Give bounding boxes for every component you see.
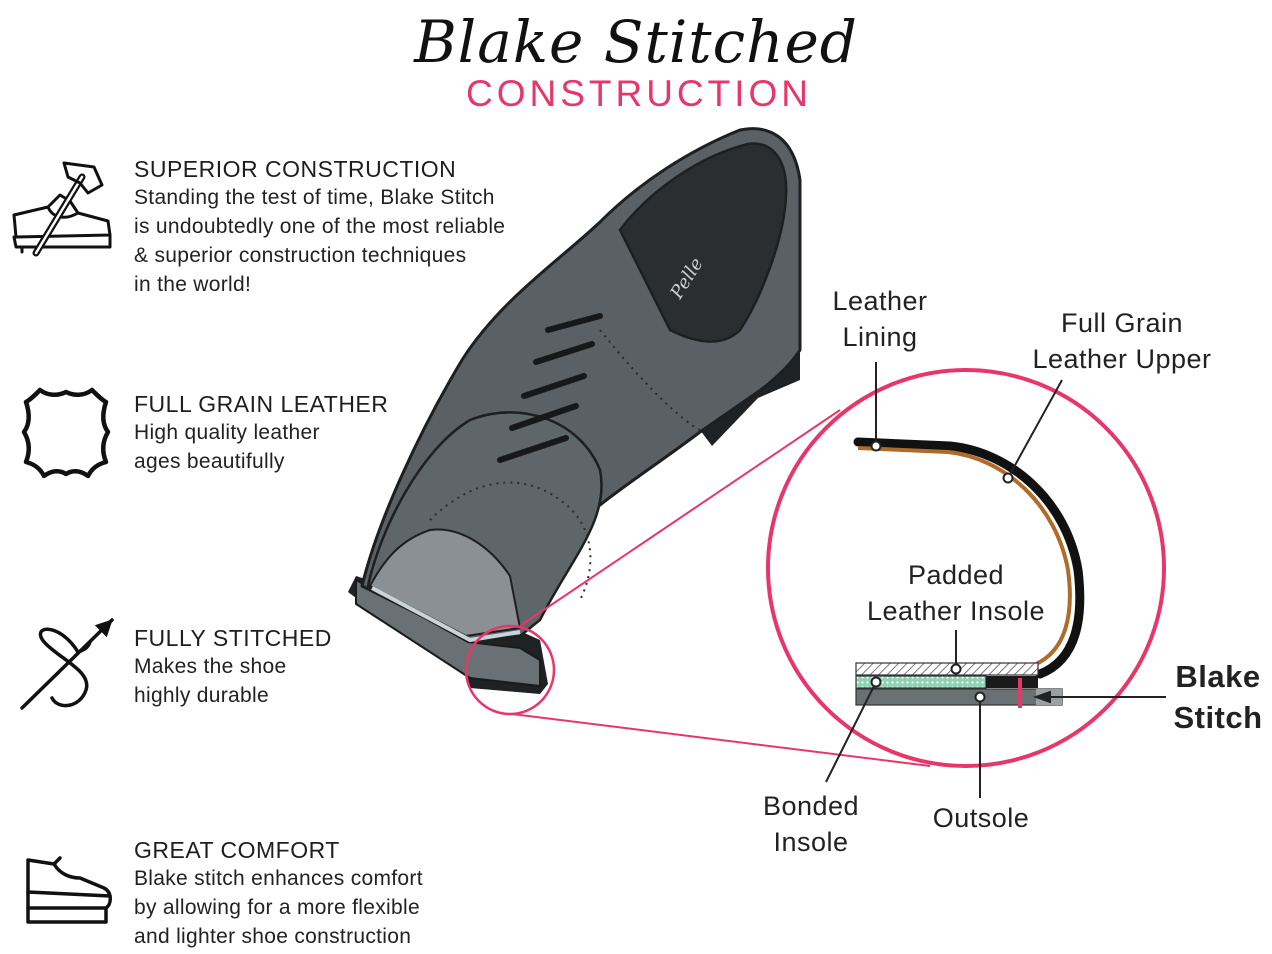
section-padded-insole bbox=[855, 662, 1039, 676]
label-line: Full Grain bbox=[1060, 308, 1184, 338]
zoom-source-circle bbox=[464, 624, 556, 716]
feature-text-line: ages beautifully bbox=[134, 450, 285, 473]
label-line: Outsole bbox=[932, 803, 1030, 833]
feature-superior-construction: SUPERIOR CONSTRUCTION Standing the test … bbox=[134, 155, 604, 299]
section-outsole bbox=[855, 688, 1063, 706]
label-line: Bonded bbox=[762, 791, 860, 821]
feature-text-line: by allowing for a more flexible bbox=[134, 896, 420, 919]
feature-title: GREAT COMFORT bbox=[134, 837, 340, 863]
label-line: Padded bbox=[907, 560, 1005, 590]
feature-title: FULLY STITCHED bbox=[134, 625, 332, 651]
label-line: Leather bbox=[832, 286, 928, 316]
label-full-grain-upper: Full Grain Leather Upper bbox=[1010, 305, 1234, 377]
zoom-connector-top bbox=[519, 409, 841, 627]
label-line: Blake bbox=[1175, 659, 1261, 694]
feature-text-line: Standing the test of time, Blake Stitch bbox=[134, 186, 495, 209]
shoe-welt-edge bbox=[371, 586, 521, 643]
feature-text-line: Blake stitch enhances comfort bbox=[134, 867, 423, 890]
label-line: Leather Upper bbox=[1032, 344, 1212, 374]
shoe-laces bbox=[497, 313, 603, 463]
page-title: Blake Stitched bbox=[414, 8, 858, 76]
needle-thread-icon bbox=[20, 618, 114, 710]
comfort-shoe-icon bbox=[26, 856, 112, 924]
label-blake-stitch: Blake Stitch bbox=[1164, 656, 1272, 738]
label-line: Insole bbox=[773, 827, 849, 857]
leader-lines bbox=[825, 362, 1166, 798]
feature-full-grain-leather: FULL GRAIN LEATHER High quality leather … bbox=[134, 390, 604, 476]
feature-text-line: in the world! bbox=[134, 273, 252, 296]
hammer-shoe-icon bbox=[12, 161, 112, 257]
zoom-connector-bottom bbox=[511, 713, 931, 767]
label-line: Leather Insole bbox=[866, 596, 1046, 626]
feature-title: FULL GRAIN LEATHER bbox=[134, 391, 389, 417]
feature-fully-stitched: FULLY STITCHED Makes the shoe highly dur… bbox=[134, 624, 604, 710]
label-leather-lining: Leather Lining bbox=[800, 283, 960, 355]
section-insole-right bbox=[986, 676, 1038, 688]
leather-hide-icon bbox=[21, 387, 111, 479]
shoe-cutaway bbox=[368, 528, 522, 638]
feature-text-line: & superior construction techniques bbox=[134, 244, 467, 267]
feature-text-line: is undoubtedly one of the most reliable bbox=[134, 215, 506, 238]
feature-text-line: and lighter shoe construction bbox=[134, 925, 412, 948]
section-lining-leather bbox=[857, 446, 1072, 666]
section-upper-leather bbox=[853, 437, 1085, 679]
label-bonded-insole: Bonded Insole bbox=[736, 788, 886, 860]
feature-great-comfort: GREAT COMFORT Blake stitch enhances comf… bbox=[134, 836, 604, 951]
feature-text-line: High quality leather bbox=[134, 421, 320, 444]
label-padded-insole: Padded Leather Insole bbox=[846, 557, 1066, 629]
shoe-inner-lining bbox=[618, 142, 788, 343]
label-line: Stitch bbox=[1173, 700, 1263, 735]
feature-text-line: highly durable bbox=[134, 684, 269, 707]
feature-text-line: Makes the shoe bbox=[134, 655, 287, 678]
shoe-quarter-perforation bbox=[599, 329, 701, 431]
feature-title: SUPERIOR CONSTRUCTION bbox=[134, 156, 457, 182]
label-outsole: Outsole bbox=[906, 800, 1056, 836]
page-subtitle: CONSTRUCTION bbox=[465, 73, 813, 114]
shoe-brogue-perforation bbox=[429, 481, 592, 601]
label-line: Lining bbox=[842, 322, 918, 352]
